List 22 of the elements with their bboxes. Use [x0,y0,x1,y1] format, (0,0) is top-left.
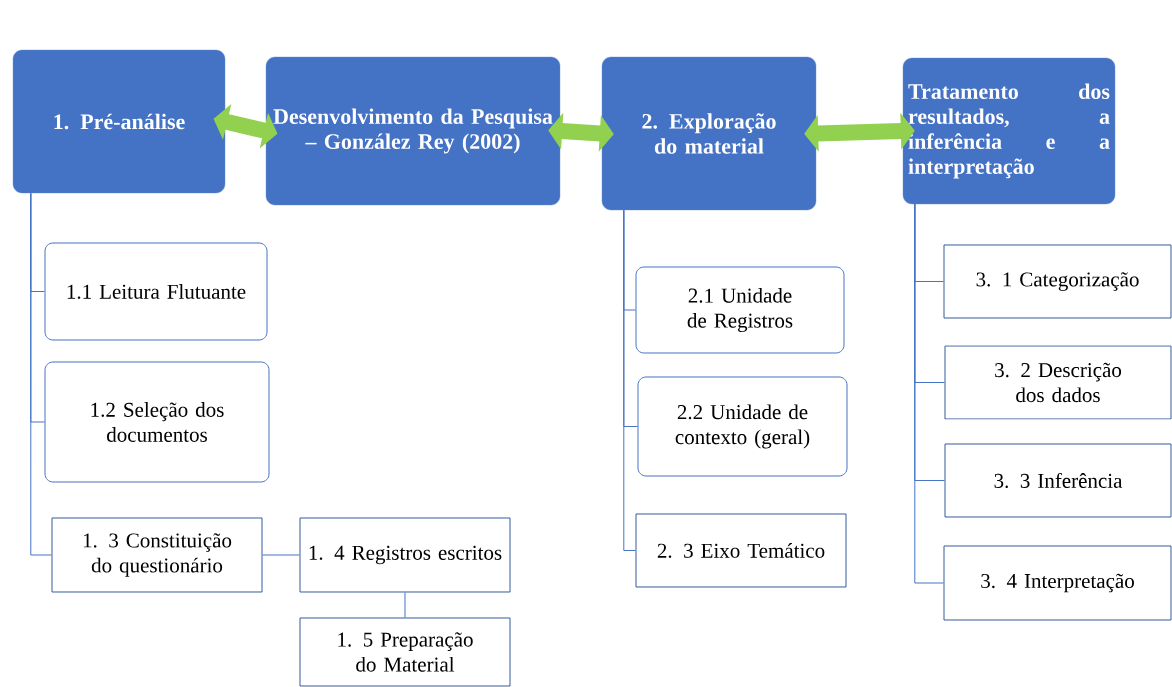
step-box: 2.1 Unidade de Registros [635,266,845,354]
step-box: 1. 4 Registros escritos [299,517,511,593]
step-box: 3. 3 Inferência [944,443,1172,518]
step-box: 1. 3 Constituição do questionário [51,517,263,593]
step-box: 3. 4 Interpretação [943,545,1172,621]
step-box: 3. 1 Categorização [943,244,1172,319]
head-box: Desenvolvimento da Pesquisa – González Rey (2002) [265,56,561,206]
head-box: 1. Pré-análise [12,49,226,194]
step-box: 2. 3 Eixo Temático [635,513,847,588]
step-box: 1.2 Seleção dos documentos [44,361,270,483]
connector-line [404,592,406,618]
step-box: 1. 5 Preparação do Material [299,617,511,687]
double-arrow [804,112,915,152]
connector-line [30,192,52,556]
connector-line [914,203,944,584]
step-box: 2.2 Unidade de contexto (geral) [637,376,848,477]
head-box: Tratamento dos resultados, a inferência e a interpretação [902,57,1116,205]
connector-line [262,554,300,556]
head-box: 2. Exploração do material [601,56,817,211]
step-box: 3. 2 Descrição dos dados [944,345,1172,420]
step-box: 1.1 Leitura Flutuante [44,242,268,341]
connector-line [623,209,636,551]
